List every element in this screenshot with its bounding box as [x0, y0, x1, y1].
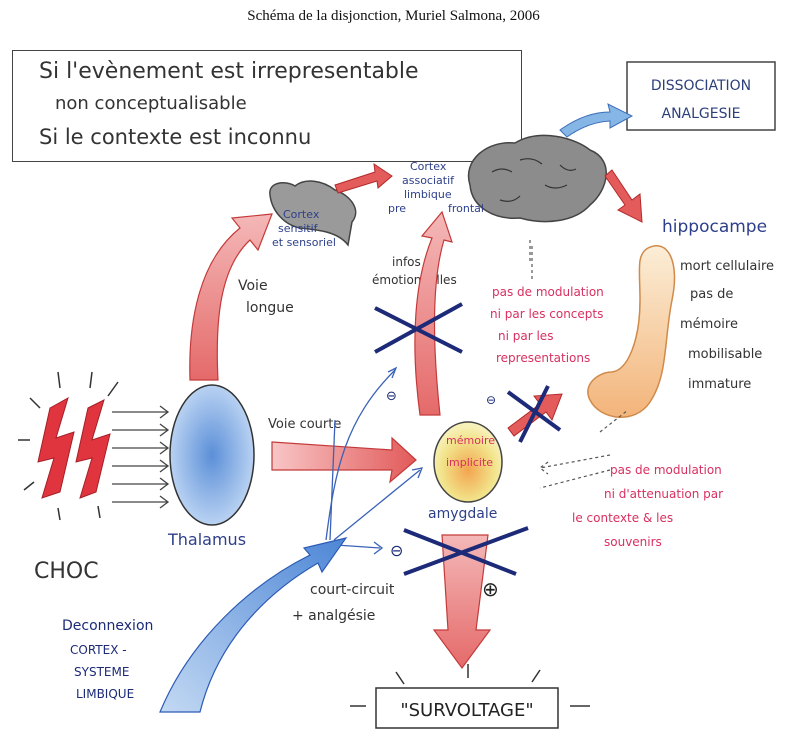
court-circuit-label-1: court-circuit — [310, 582, 395, 598]
deconnexion-label-2: CORTEX - — [70, 643, 127, 657]
hippocampe-line-3: mémoire — [680, 317, 738, 332]
arrow-voie-courte — [272, 438, 416, 482]
voie-courte-label: Voie courte — [268, 417, 341, 432]
amygdale-label: amygdale — [428, 506, 497, 522]
pas-modulation-2-line-4: souvenirs — [604, 535, 662, 549]
hippocampe-line-2: pas de — [690, 287, 733, 302]
arrow-sensitif-to-associatif — [335, 164, 392, 193]
cortex-sensitif-label-3: et sensoriel — [272, 236, 336, 249]
choc-to-thalamus-arrows — [112, 406, 168, 508]
minus-sign-small-icon: ⊖ — [486, 393, 496, 407]
deconnexion-label-1: Deconnexion — [62, 618, 153, 634]
arrow-voie-longue — [190, 214, 272, 380]
arrow-to-dissociation — [560, 104, 632, 137]
cortex-associatif-label-2: associatif — [402, 174, 455, 187]
dissociation-label: DISSOCIATION — [651, 78, 751, 94]
survoltage-box: "SURVOLTAGE" — [350, 664, 590, 728]
infos-label-1: infos — [392, 255, 421, 269]
pas-modulation-1-line-1: pas de modulation — [492, 285, 604, 299]
hippocampe-line-4: mobilisable — [688, 347, 762, 362]
memoire-label-2: implicite — [446, 456, 493, 469]
cortex-associatif-label-1: Cortex — [410, 160, 447, 173]
arrow-deconnexion — [160, 538, 346, 712]
pas-modulation-1-line-2: ni par les concepts — [490, 307, 603, 321]
cortex-associatif-label-4: pre — [388, 202, 406, 215]
choc-lightning-icon — [18, 372, 118, 520]
pas-modulation-2-line-3: le contexte & les — [572, 511, 673, 525]
court-circuit-label-2: + analgésie — [292, 608, 375, 624]
dissociation-box: DISSOCIATION ANALGESIE — [627, 62, 775, 130]
cortex-associatif-label-3: limbique — [404, 188, 452, 201]
hippocampe-shape — [588, 246, 675, 418]
cortex-associatif-label-5: frontal — [448, 202, 484, 215]
pas-modulation-2-line-1: pas de modulation — [610, 463, 722, 477]
cortex-sensitif-label-2: sensitif — [278, 222, 319, 235]
voie-longue-label-2: longue — [246, 300, 294, 316]
arrow-to-survoltage — [434, 535, 490, 668]
cortex-associatif-shape — [469, 135, 607, 221]
thalamus-label: Thalamus — [167, 530, 246, 549]
pas-modulation-1-line-3: ni par les — [498, 329, 553, 343]
minus-sign-court-icon: ⊖ — [386, 389, 397, 404]
pas-modulation-1-line-4: representations — [496, 351, 590, 365]
infos-label-2: émotionnelles — [372, 273, 457, 287]
minus-sign-icon: ⊖ — [390, 541, 403, 560]
memoire-label-1: mémoire — [446, 434, 495, 447]
choc-label: CHOC — [34, 559, 99, 584]
cortex-sensitif-label-1: Cortex — [283, 208, 320, 221]
pas-modulation-2-line-2: ni d'attenuation par — [604, 487, 723, 501]
analgesie-label: ANALGESIE — [662, 106, 741, 122]
plus-sign-icon: ⊕ — [482, 577, 499, 601]
voie-longue-label-1: Voie — [238, 278, 268, 294]
thalamus-shape — [170, 385, 254, 525]
hippocampe-line-1: mort cellulaire — [680, 259, 774, 274]
deconnexion-label-3: SYSTEME — [74, 665, 129, 679]
deconnexion-label-4: LIMBIQUE — [76, 687, 134, 701]
hippocampe-title: hippocampe — [662, 217, 767, 237]
arrow-associatif-to-hippocampe — [605, 170, 642, 222]
survoltage-label: "SURVOLTAGE" — [400, 700, 533, 721]
hippocampe-line-5: immature — [688, 377, 751, 392]
